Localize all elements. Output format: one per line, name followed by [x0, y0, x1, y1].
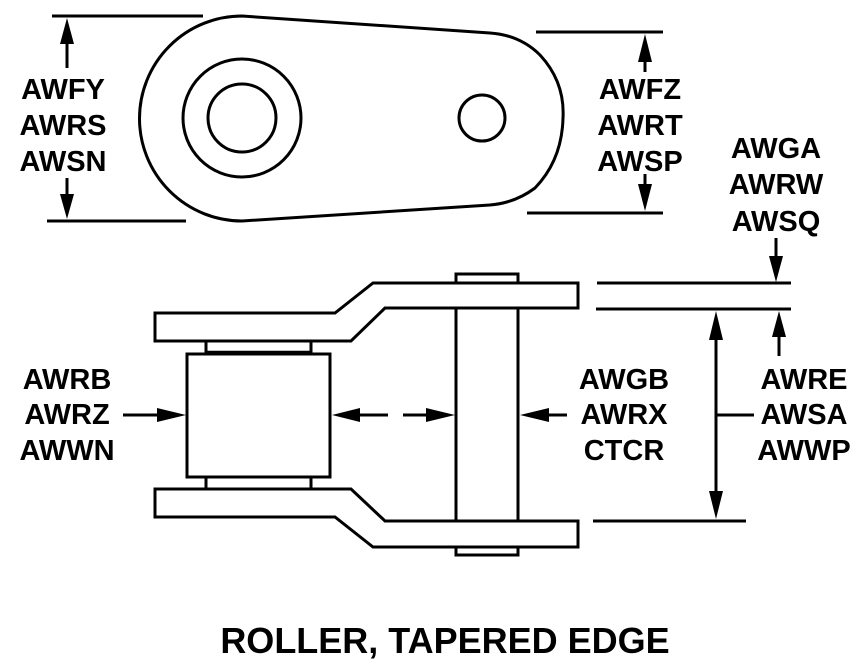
dimension-code: AWRE: [761, 364, 848, 396]
upper-link-plate: [153, 281, 580, 343]
arrow-left-icon: [520, 408, 549, 422]
dimension-code: AWRX: [581, 399, 669, 431]
dimension-roller-to-pin-gap: [332, 408, 455, 422]
arrow-right-icon: [426, 408, 455, 422]
dimension-code: AWGB: [579, 364, 669, 396]
link-plate-outline: [138, 14, 565, 223]
arrow-up-icon: [772, 311, 786, 337]
dimension-plate-thickness: AWGA AWRW AWSQ: [596, 133, 824, 356]
arrow-down-icon: [769, 256, 783, 282]
dimension-roller-diameter: AWRB AWRZ AWWN: [19, 364, 186, 467]
dimension-pin-diameter: AWGB AWRX CTCR: [520, 364, 669, 467]
bushing-inner-circle: [206, 82, 278, 154]
arrow-down-icon: [638, 184, 652, 211]
dimension-code: AWRB: [23, 364, 112, 396]
dimension-code: AWRZ: [24, 399, 109, 431]
arrow-up-icon: [60, 18, 74, 44]
dimension-code: AWGA: [731, 133, 821, 165]
dimension-code: AWRT: [597, 110, 683, 142]
arrow-right-icon: [157, 408, 186, 422]
dimension-code: AWSN: [20, 146, 107, 178]
dimension-code: AWFZ: [599, 74, 681, 106]
dimension-inner-width: AWRE AWSA AWWP: [593, 311, 851, 523]
dimension-code: AWRW: [729, 169, 824, 201]
arrow-up-icon: [638, 34, 652, 62]
dimension-code: CTCR: [584, 435, 665, 467]
dimension-code: AWWN: [19, 435, 114, 467]
pin-body: [454, 306, 520, 523]
dimension-code: AWFY: [21, 74, 105, 106]
lower-link-plate: [153, 487, 580, 549]
dimension-code: AWRS: [20, 110, 107, 142]
arrow-down-icon: [60, 194, 74, 219]
arrow-up-icon: [709, 311, 723, 340]
diagram-title: ROLLER, TAPERED EDGE: [220, 620, 669, 661]
pin-hole-circle: [457, 93, 507, 143]
link-plate-top-view: [138, 14, 565, 223]
arrow-down-icon: [709, 491, 723, 519]
dimension-code: AWSP: [597, 146, 682, 178]
dimension-large-end-height: AWFY AWRS AWSN: [20, 14, 203, 223]
chain-link-side-view: [153, 272, 580, 557]
roller: [185, 352, 332, 479]
arrow-left-icon: [332, 408, 360, 422]
bushing-outer-circle: [181, 57, 303, 179]
dimension-code: AWSA: [761, 399, 848, 431]
dimension-small-end-height: AWFZ AWRT AWSP: [527, 30, 683, 215]
dimension-code: AWWP: [757, 435, 850, 467]
dimension-code: AWSQ: [732, 206, 821, 238]
